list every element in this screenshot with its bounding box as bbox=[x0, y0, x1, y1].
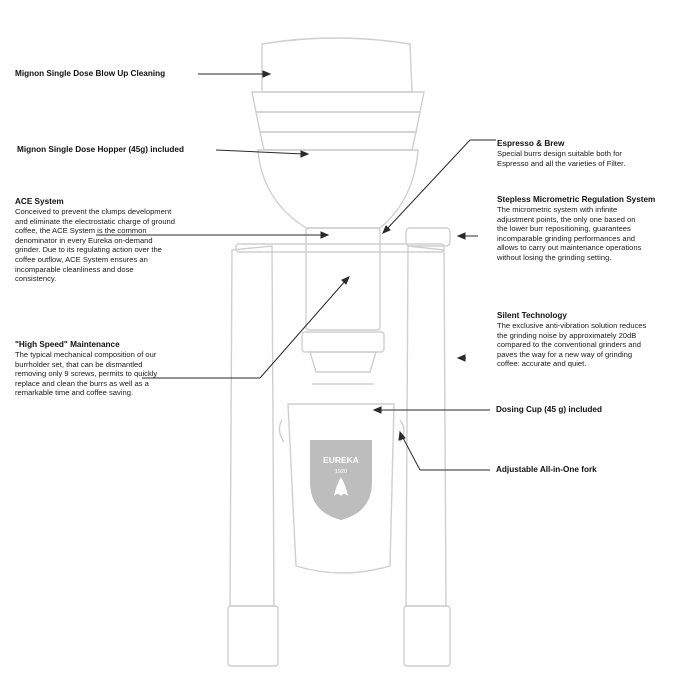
stepless-desc: The micrometric system with infinite adj… bbox=[497, 205, 642, 262]
spout bbox=[309, 351, 377, 373]
label-stepless-regulation: Stepless Micrometric Regulation System T… bbox=[497, 195, 687, 263]
burr-housing bbox=[301, 331, 385, 353]
label-blow-up-cleaning: Mignon Single Dose Blow Up Cleaning bbox=[15, 69, 166, 78]
label-adjustable-fork: Adjustable All-in-One fork bbox=[496, 465, 597, 474]
ace-desc: Conceived to prevent the clumps developm… bbox=[15, 207, 175, 284]
hopper-lid bbox=[261, 37, 413, 93]
label-silent-technology: Silent Technology The exclusive anti-vib… bbox=[497, 311, 647, 369]
top-bar bbox=[235, 243, 445, 253]
label-hopper: Mignon Single Dose Hopper (45g) included bbox=[17, 145, 184, 154]
ace-title: ACE System bbox=[15, 197, 64, 206]
adjust-knob bbox=[405, 227, 451, 247]
espresso-title: Espresso & Brew bbox=[497, 139, 565, 148]
hopper-ring-1 bbox=[251, 91, 425, 113]
left-foot bbox=[227, 605, 279, 667]
espresso-desc: Special burrs design suitable both for E… bbox=[497, 149, 626, 168]
grinder-neck bbox=[305, 227, 381, 331]
hopper-ring-2 bbox=[255, 111, 421, 133]
high-speed-desc: The typical mechanical composition of ou… bbox=[15, 350, 158, 398]
label-espresso-brew: Espresso & Brew Special burrs design sui… bbox=[497, 139, 647, 168]
stepless-title: Stepless Micrometric Regulation System bbox=[497, 195, 656, 204]
logo-brand: EUREKA bbox=[323, 455, 359, 465]
label-high-speed-maintenance: "High Speed" Maintenance The typical mec… bbox=[15, 340, 175, 398]
logo-year: 1920 bbox=[335, 469, 347, 475]
dosing-cup-outline bbox=[287, 403, 395, 574]
high-speed-title: "High Speed" Maintenance bbox=[15, 340, 120, 349]
hopper-funnel bbox=[257, 149, 419, 229]
fleur-de-lis-icon bbox=[334, 477, 348, 496]
silent-title: Silent Technology bbox=[497, 311, 567, 320]
right-foot bbox=[403, 605, 451, 667]
right-column bbox=[405, 245, 447, 607]
label-ace-system: ACE System Conceived to prevent the clum… bbox=[15, 197, 175, 284]
label-dosing-cup: Dosing Cup (45 g) included bbox=[496, 405, 602, 414]
hopper-ring-3 bbox=[259, 131, 417, 151]
silent-desc: The exclusive anti-vibration solution re… bbox=[497, 321, 647, 369]
left-column bbox=[229, 245, 275, 607]
